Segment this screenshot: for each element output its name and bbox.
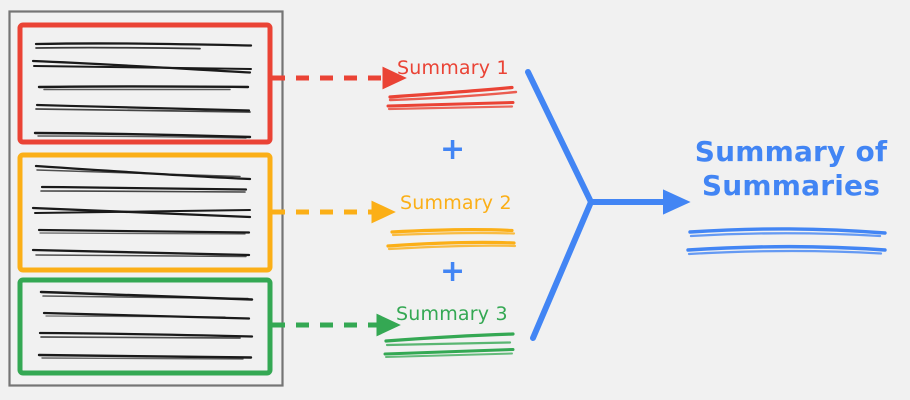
document-group-3-border (17, 277, 273, 376)
plus-operator-1: + (440, 132, 466, 167)
result-underline (686, 227, 887, 256)
summary-2-underline (386, 228, 517, 251)
document-group-2-border (17, 152, 273, 273)
summary-3-underline (383, 332, 515, 358)
result-label: Summary of Summaries (693, 135, 889, 203)
result-label-line-2: Summaries (701, 169, 881, 203)
summary-1-underline (386, 85, 518, 111)
summary-1-label: Summary 1 (397, 57, 509, 79)
document-group-2-text-lines (31, 164, 252, 258)
merge-branch-top (525, 69, 594, 205)
documents-panel-border (8, 10, 284, 387)
merge-branch-bottom (530, 199, 594, 341)
documents-panel (8, 10, 284, 387)
document-group-3[interactable] (17, 277, 273, 376)
plus-operator-2: + (440, 254, 466, 289)
merge-connector (525, 69, 691, 341)
result-label-line-1: Summary of (694, 135, 888, 168)
document-group-1-text-lines (31, 42, 253, 139)
document-group-1-border (17, 22, 273, 145)
summary-3-label: Summary 3 (396, 303, 508, 325)
summary-2-label: Summary 2 (400, 192, 512, 214)
document-group-2[interactable] (17, 152, 273, 273)
document-group-3-text-lines (37, 290, 254, 360)
document-group-1[interactable] (17, 22, 273, 145)
